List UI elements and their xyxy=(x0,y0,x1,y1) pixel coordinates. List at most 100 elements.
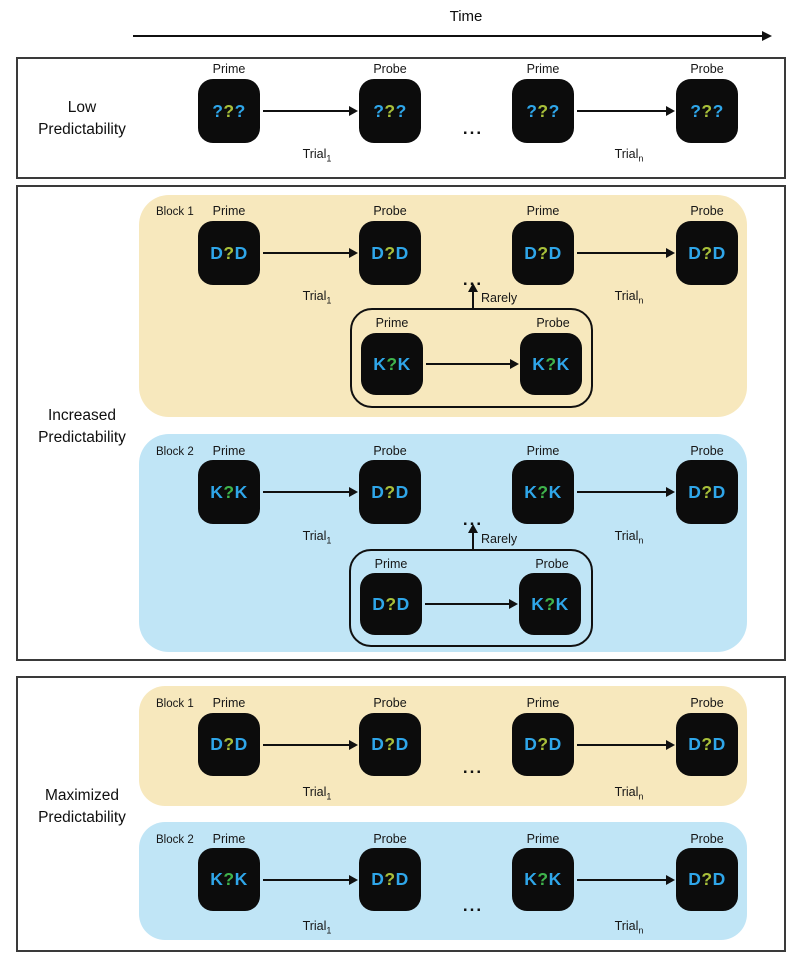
trial-subscript: n xyxy=(638,153,644,164)
trial-base: Trial xyxy=(614,919,639,933)
trial-last-label: Trialn xyxy=(615,529,644,546)
stimulus-char: ? xyxy=(712,100,724,121)
stimulus-char: D xyxy=(395,869,409,889)
stimulus-char: K xyxy=(548,869,562,889)
stimulus-char: ? xyxy=(701,869,713,889)
stimulus-char: ? xyxy=(690,100,702,121)
stimulus-char: D xyxy=(395,734,409,754)
stimulus-char: K xyxy=(556,353,570,374)
stimulus-box-probe: D?D xyxy=(359,713,421,776)
stimulus-text: K?K xyxy=(373,354,410,375)
probe-label: Probe xyxy=(690,444,724,458)
stimulus-box-probe: K?K xyxy=(520,333,582,395)
stimulus-char: D xyxy=(371,481,385,502)
stimulus-char: D xyxy=(712,242,726,263)
stimulus-char: K xyxy=(524,869,538,889)
stimulus-char: K xyxy=(532,353,546,374)
panel-title-increased: Increased Predictability xyxy=(26,405,138,449)
stimulus-box-probe: K?K xyxy=(519,573,581,635)
stimulus-char: D xyxy=(234,734,248,754)
trial-base: Trial xyxy=(302,147,327,161)
probe-label: Probe xyxy=(373,62,407,76)
stimulus-char: D xyxy=(210,242,224,263)
stimulus-char: ? xyxy=(537,242,549,263)
stimulus-char: ? xyxy=(223,734,235,754)
stimulus-char: ? xyxy=(384,869,396,889)
prime-label: Prime xyxy=(526,832,560,846)
stimulus-char: ? xyxy=(548,100,560,121)
trial-subscript: 1 xyxy=(326,925,332,936)
trial-last-label: Trialn xyxy=(615,289,644,306)
stimulus-char: D xyxy=(688,481,702,502)
arrow-prime-to-probe xyxy=(263,248,358,258)
stimulus-box-probe: D?D xyxy=(676,221,738,285)
panel-title-line: Maximized xyxy=(44,787,120,804)
stimulus-char: K xyxy=(548,481,562,502)
prime-label: Prime xyxy=(526,204,560,218)
trial-subscript: 1 xyxy=(326,295,332,306)
trial-subscript: n xyxy=(638,295,644,306)
stimulus-text: D?D xyxy=(524,243,561,264)
stimulus-char: ? xyxy=(223,100,235,121)
trial-first-label: Trial1 xyxy=(303,289,332,306)
stimulus-text: K?K xyxy=(531,594,568,615)
stimulus-char: ? xyxy=(537,100,549,121)
stimulus-char: K xyxy=(373,353,387,374)
rare-trial-arrow xyxy=(468,524,478,549)
trial-last-label: Trialn xyxy=(615,919,644,936)
arrow-prime-to-probe xyxy=(577,875,675,885)
trial-first-label: Trial1 xyxy=(303,919,332,936)
arrow-prime-to-probe xyxy=(577,106,675,116)
stimulus-text: ??? xyxy=(212,101,246,122)
stimulus-box-probe: D?D xyxy=(359,848,421,911)
stimulus-char: D xyxy=(712,481,726,502)
stimulus-char: D xyxy=(395,242,409,263)
trial-base: Trial xyxy=(302,785,327,799)
stimulus-char: ? xyxy=(223,242,235,263)
stimulus-text: ??? xyxy=(373,101,407,122)
rarely-label: Rarely xyxy=(481,532,518,546)
trial-subscript: 1 xyxy=(326,153,332,164)
trial-base: Trial xyxy=(302,529,327,543)
stimulus-char: D xyxy=(688,869,702,889)
stimulus-box-probe: D?D xyxy=(676,713,738,776)
probe-label: Probe xyxy=(690,62,724,76)
stimulus-char: D xyxy=(524,734,538,754)
trial-subscript: 1 xyxy=(326,535,332,546)
block-label: Block 1 xyxy=(156,698,194,710)
arrow-prime-to-probe xyxy=(426,359,519,369)
panel-title-line: Predictability xyxy=(38,809,126,826)
prime-label: Prime xyxy=(212,832,246,846)
probe-label: Probe xyxy=(373,204,407,218)
block-2-container: Block 2 Prime Probe Prime Probe K?K D?D … xyxy=(139,434,747,652)
stimulus-char: D xyxy=(712,869,726,889)
trials-ellipsis: ... xyxy=(462,758,484,777)
stimulus-char: D xyxy=(371,734,385,754)
stimulus-char: D xyxy=(688,734,702,754)
trial-first-label: Trial1 xyxy=(303,147,332,164)
stimulus-box-prime: K?K xyxy=(198,460,260,524)
block-2-container: Block 2 Prime Probe Prime Probe K?K D?D … xyxy=(139,822,747,940)
probe-label: Probe xyxy=(536,316,570,330)
trial-first-label: Trial1 xyxy=(303,529,332,546)
time-arrow xyxy=(133,31,772,41)
stimulus-text: D?D xyxy=(210,243,247,264)
panel-title-low: Low Predictability xyxy=(26,97,138,141)
trial-base: Trial xyxy=(614,289,639,303)
stimulus-char: ? xyxy=(234,100,246,121)
block-label: Block 1 xyxy=(156,206,194,218)
panel-title-line: Low xyxy=(67,99,97,116)
stimulus-box-prime: D?D xyxy=(360,573,422,635)
trial-base: Trial xyxy=(614,147,639,161)
stimulus-char: ? xyxy=(384,100,396,121)
trials-ellipsis: ... xyxy=(462,119,484,138)
prime-label: Prime xyxy=(374,557,408,571)
stimulus-text: ??? xyxy=(526,101,560,122)
trial-base: Trial xyxy=(302,919,327,933)
prime-label: Prime xyxy=(526,62,560,76)
stimulus-char: K xyxy=(531,593,545,614)
probe-label: Probe xyxy=(373,696,407,710)
stimulus-text: K?K xyxy=(524,869,561,890)
block-1-container: Block 1 Prime Probe Prime Probe D?D D?D … xyxy=(139,686,747,806)
stimulus-box-prime: K?K xyxy=(361,333,423,395)
